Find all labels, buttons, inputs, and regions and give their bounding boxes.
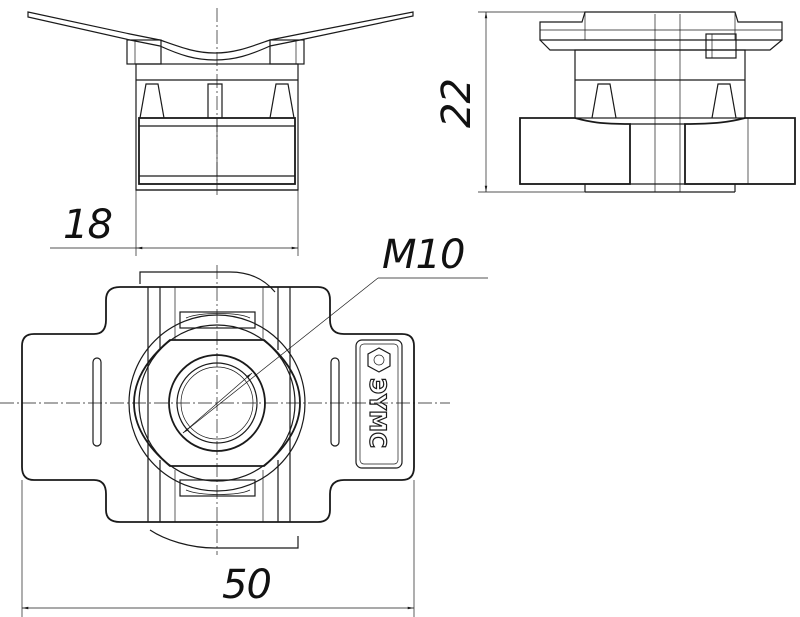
brand-logo-text: ЭYMC <box>364 378 389 448</box>
dimension-18-label: 18 <box>63 202 112 248</box>
dimension-22-label: 22 <box>434 79 480 128</box>
dimension-50-label: 50 <box>222 562 271 608</box>
side-view-left: 18 <box>27 8 414 256</box>
plan-view: M10 ЭYMC 50 <box>0 232 488 617</box>
brand-logo: ЭYMC <box>355 339 403 469</box>
side-view-right: 22 <box>434 11 796 193</box>
thread-m10-label: M10 <box>382 232 464 278</box>
